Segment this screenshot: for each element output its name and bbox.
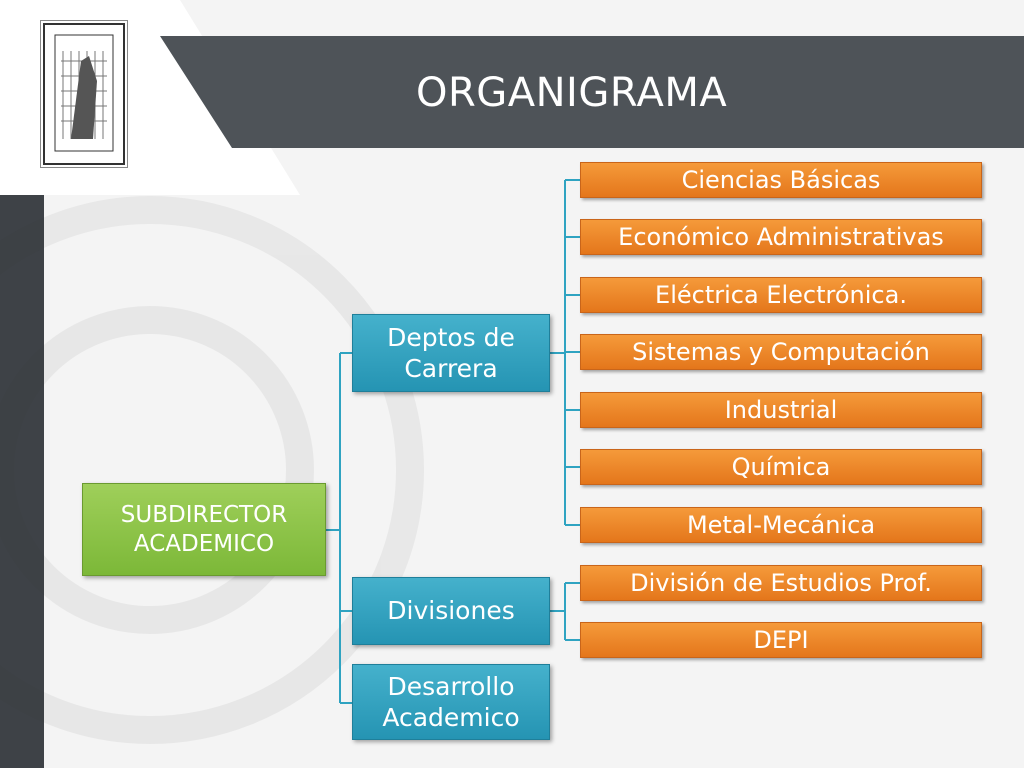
header-bar: [160, 36, 1024, 148]
node-divisiones: Divisiones: [352, 577, 550, 645]
slide-title: ORGANIGRAMA: [416, 70, 728, 116]
root-line1: SUBDIRECTOR: [120, 501, 288, 528]
deptos-line2: Carrera: [404, 354, 498, 383]
leaf-division-estudios-prof: División de Estudios Prof.: [580, 565, 982, 601]
leaf-electrica-electronica: Eléctrica Electrónica.: [580, 277, 982, 313]
desarrollo-line1: Desarrollo: [387, 671, 515, 701]
leaf-depi: DEPI: [580, 622, 982, 658]
node-subdirector-academico: SUBDIRECTOR ACADEMICO: [82, 483, 326, 576]
left-strip: [0, 195, 44, 768]
node-deptos-de-carrera: Deptos de Carrera: [352, 314, 550, 392]
node-desarrollo-academico: Desarrollo Academico: [352, 664, 550, 740]
leaf-ciencias-basicas: Ciencias Básicas: [580, 162, 982, 198]
leaf-quimica: Química: [580, 449, 982, 485]
leaf-economico-administrativas: Económico Administrativas: [580, 219, 982, 255]
institute-logo: [40, 20, 128, 168]
deptos-line1: Deptos de: [387, 322, 515, 352]
connectors: [326, 179, 580, 704]
watermark: [0, 196, 424, 744]
logo-seal-icon: [43, 23, 125, 165]
leaf-metal-mecanica: Metal-Mecánica: [580, 507, 982, 543]
leaf-industrial: Industrial: [580, 392, 982, 428]
divisiones-label: Divisiones: [387, 596, 515, 626]
root-line2: ACADEMICO: [133, 530, 275, 557]
leaf-sistemas-computacion: Sistemas y Computación: [580, 334, 982, 370]
desarrollo-line2: Academico: [382, 703, 520, 732]
